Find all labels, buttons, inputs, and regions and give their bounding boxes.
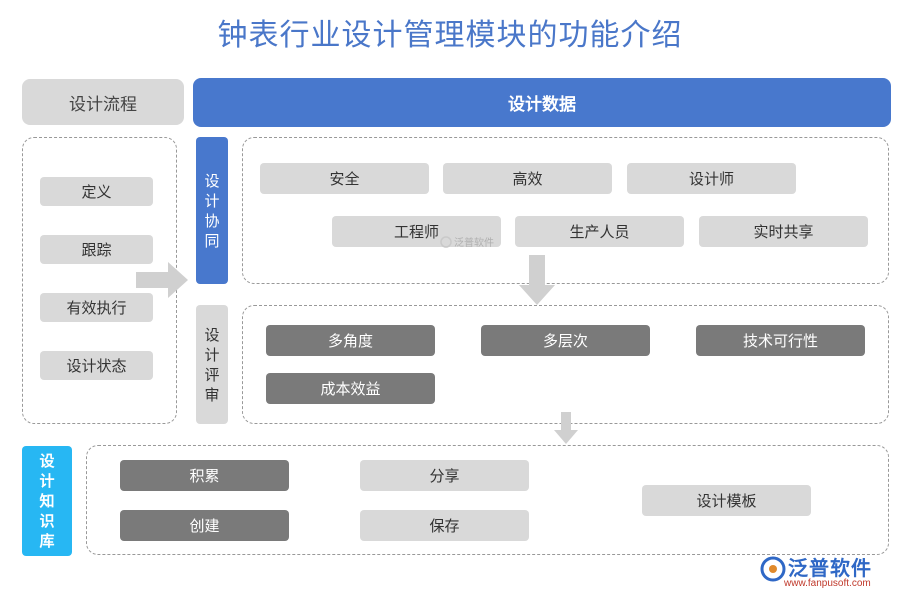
review-item-multi-level: 多层次 <box>481 325 650 356</box>
review-panel <box>242 305 889 424</box>
collab-item-production: 生产人员 <box>515 216 684 247</box>
collab-item-designer: 设计师 <box>627 163 796 194</box>
collab-item-engineer: 工程师 <box>332 216 501 247</box>
knowledge-item-save: 保存 <box>360 510 529 541</box>
review-item-feasibility: 技术可行性 <box>696 325 865 356</box>
collab-item-realtime-share: 实时共享 <box>699 216 868 247</box>
knowledge-item-create: 创建 <box>120 510 289 541</box>
review-label: 设计评审 <box>196 305 228 424</box>
process-step-track: 跟踪 <box>40 235 153 264</box>
right-arrow-icon <box>136 262 188 298</box>
brand-logo-icon <box>760 556 786 582</box>
brand-logo-icon <box>440 235 452 248</box>
page-title: 钟表行业设计管理模块的功能介绍 <box>217 18 683 53</box>
watermark-small: 泛普软件 <box>440 234 494 249</box>
collab-panel <box>242 137 889 284</box>
brand-url: www.fanpusoft.com <box>784 578 871 589</box>
down-arrow-icon <box>554 412 578 444</box>
process-step-status: 设计状态 <box>40 351 153 380</box>
knowledge-item-template: 设计模板 <box>642 485 811 516</box>
collab-item-security: 安全 <box>260 163 429 194</box>
down-arrow-icon <box>519 255 555 305</box>
process-step-define: 定义 <box>40 177 153 206</box>
review-item-multi-angle: 多角度 <box>266 325 435 356</box>
knowledge-label: 设计知识库 <box>22 446 72 556</box>
knowledge-item-accumulate: 积累 <box>120 460 289 491</box>
design-process-header: 设计流程 <box>22 79 184 125</box>
design-data-header: 设计数据 <box>193 78 891 127</box>
process-step-execute: 有效执行 <box>40 293 153 322</box>
brand-name: 泛普软件 <box>788 556 872 580</box>
brand-watermark: 泛普软件 www.fanpusoft.com <box>760 552 890 592</box>
knowledge-panel <box>86 445 889 555</box>
review-item-cost-benefit: 成本效益 <box>266 373 435 404</box>
knowledge-item-share: 分享 <box>360 460 529 491</box>
collab-label: 设计协同 <box>196 137 228 284</box>
collab-item-efficient: 高效 <box>443 163 612 194</box>
